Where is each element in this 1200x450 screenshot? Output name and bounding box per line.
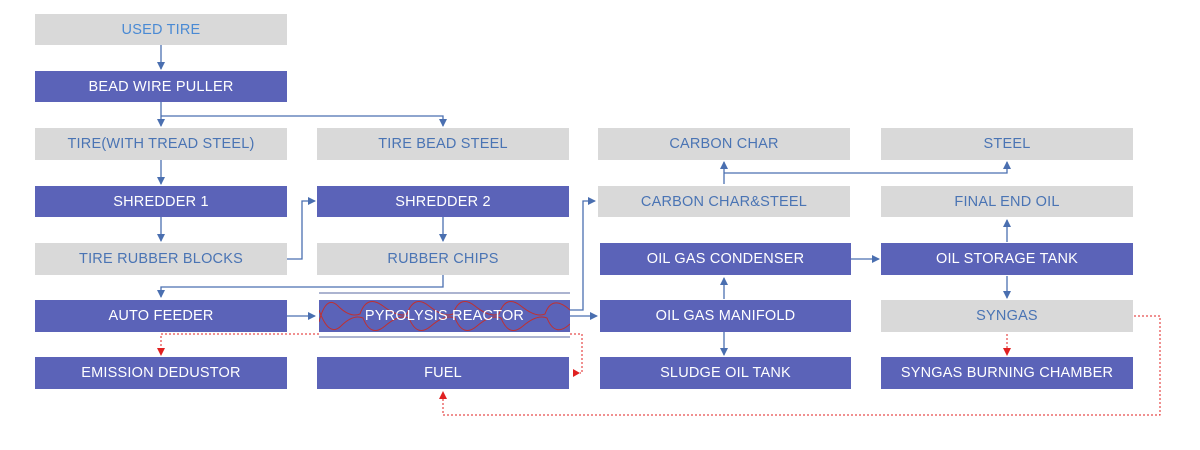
node-tire-tread-steel-label: TIRE(WITH TREAD STEEL) (67, 136, 255, 152)
node-carbon-char-steel: CARBON CHAR&STEEL (598, 186, 850, 217)
node-fuel: FUEL (317, 357, 569, 389)
node-tire-rubber-blocks: TIRE RUBBER BLOCKS (35, 243, 287, 275)
flow-charsteel-to-steel (724, 161, 1011, 174)
node-syngas-label: SYNGAS (976, 308, 1038, 324)
node-sludge-oil-tank: SLUDGE OIL TANK (600, 357, 851, 389)
node-final-end-oil: FINAL END OIL (881, 186, 1133, 217)
node-oil-gas-condenser: OIL GAS CONDENSER (600, 243, 851, 275)
flow-reactor-to-char-steel (570, 197, 596, 311)
node-auto-feeder: AUTO FEEDER (35, 300, 287, 332)
flow-blocks-to-shredder2 (287, 197, 316, 260)
node-steel-label: STEEL (983, 136, 1031, 152)
node-syngas-burning-chamber: SYNGAS BURNING CHAMBER (881, 357, 1133, 389)
node-auto-feeder-label: AUTO FEEDER (108, 308, 214, 324)
node-syngas-burning-chamber-label: SYNGAS BURNING CHAMBER (900, 365, 1114, 381)
node-shredder-1-label: SHREDDER 1 (113, 193, 209, 210)
red-reactor-to-dedustor (157, 333, 319, 356)
node-tire-bead-steel-label: TIRE BEAD STEEL (378, 136, 508, 152)
node-shredder-2: SHREDDER 2 (317, 186, 569, 217)
red-reactor-to-fuel-loop (570, 333, 583, 374)
node-bead-wire-puller-label: BEAD WIRE PULLER (88, 78, 234, 95)
node-fuel-label: FUEL (424, 365, 462, 381)
node-emission-dedustor: EMISSION DEDUSTOR (35, 357, 287, 389)
node-oil-storage-tank: OIL STORAGE TANK (881, 243, 1133, 275)
red-syngas-to-fuel (439, 315, 1161, 416)
node-rubber-chips-label: RUBBER CHIPS (387, 251, 499, 267)
node-pyrolysis-reactor-label: PYROLYSIS REACTOR (364, 308, 525, 324)
node-tire-bead-steel: TIRE BEAD STEEL (317, 128, 569, 160)
node-shredder-2-label: SHREDDER 2 (395, 193, 491, 210)
flow-bead-to-bead-steel (161, 115, 447, 127)
node-steel: STEEL (881, 128, 1133, 160)
node-carbon-char-label: CARBON CHAR (669, 136, 779, 152)
node-shredder-1: SHREDDER 1 (35, 186, 287, 217)
node-syngas: SYNGAS (881, 300, 1133, 332)
node-oil-gas-manifold: OIL GAS MANIFOLD (600, 300, 851, 332)
reactor-coil-icon (319, 301, 570, 331)
node-rubber-chips: RUBBER CHIPS (317, 243, 569, 275)
node-tire-rubber-blocks-label: TIRE RUBBER BLOCKS (79, 251, 243, 267)
node-final-end-oil-label: FINAL END OIL (954, 193, 1060, 210)
node-carbon-char-steel-label: CARBON CHAR&STEEL (640, 193, 808, 210)
node-oil-storage-tank-label: OIL STORAGE TANK (935, 251, 1079, 267)
node-bead-wire-puller: BEAD WIRE PULLER (35, 71, 287, 102)
node-carbon-char: CARBON CHAR (598, 128, 850, 160)
node-oil-gas-condenser-label: OIL GAS CONDENSER (646, 251, 805, 267)
node-emission-dedustor-label: EMISSION DEDUSTOR (81, 365, 241, 381)
red-arrow-to-fuel (573, 369, 580, 377)
flow-chips-to-feeder (157, 275, 444, 298)
node-sludge-oil-tank-label: SLUDGE OIL TANK (660, 365, 791, 381)
node-pyrolysis-reactor: PYROLYSIS REACTOR (319, 300, 570, 332)
node-tire-tread-steel: TIRE(WITH TREAD STEEL) (35, 128, 287, 160)
node-used-tire: USED TIRE (35, 14, 287, 45)
node-used-tire-label: USED TIRE (121, 21, 201, 38)
node-oil-gas-manifold-label: OIL GAS MANIFOLD (655, 308, 796, 324)
